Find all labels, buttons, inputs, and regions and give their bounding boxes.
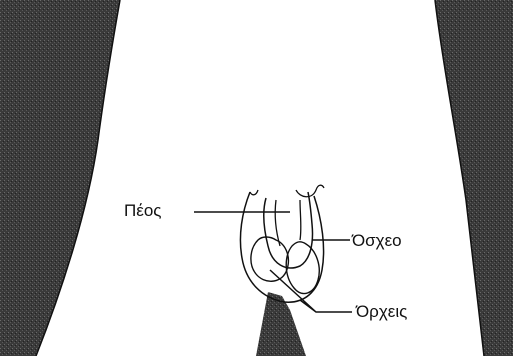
penis-crease <box>300 200 301 240</box>
scrotum-upper-right <box>296 185 324 197</box>
left-shaded-region <box>0 0 120 356</box>
scrotum-upper-left <box>250 190 258 195</box>
scrotum-label: Όσχεο <box>352 232 402 249</box>
penis-label: Πέος <box>124 202 162 219</box>
testes-label: Όρχεις <box>356 303 407 320</box>
right-shaded-region <box>435 0 513 356</box>
